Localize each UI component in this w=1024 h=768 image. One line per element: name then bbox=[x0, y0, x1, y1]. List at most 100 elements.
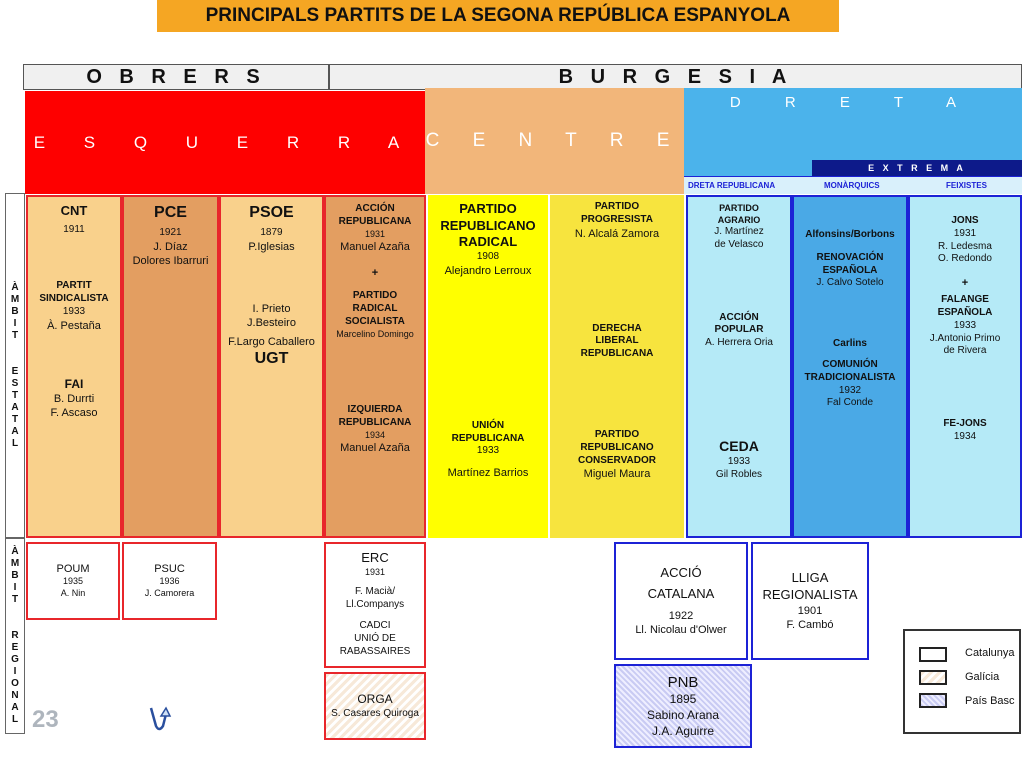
side-letter: E bbox=[11, 642, 19, 653]
subheader-feixistes: FEIXISTES bbox=[946, 181, 987, 190]
conservador-leader: Miguel Maura bbox=[583, 468, 651, 481]
party-psuc: PSUC 1936 J. Camorera bbox=[122, 542, 217, 620]
accio-name-1: ACCIÓ bbox=[660, 564, 702, 580]
jons-year: 1931 bbox=[953, 227, 977, 239]
pnb-leader-2: J.A. Aguirre bbox=[651, 723, 715, 738]
cadci-name-3: RABASSAIRES bbox=[339, 645, 411, 657]
accion-plus: + bbox=[371, 267, 379, 280]
psoe-year: 1879 bbox=[260, 227, 283, 239]
comunion-leader: Fal Conde bbox=[826, 397, 874, 409]
agrario-name-1: PARTIDO bbox=[719, 203, 759, 213]
party-accio-catalana: ACCIÓ CATALANA 1922 Ll. Nicolau d'Olwer bbox=[614, 542, 748, 660]
agrario-leader-1: J. Martínez bbox=[714, 226, 764, 238]
derecha-name-2: LIBERAL bbox=[595, 335, 639, 347]
radical-name-2: REPUBLICANO bbox=[440, 217, 536, 233]
izquierda-leader: Manuel Azaña bbox=[340, 442, 410, 455]
psuc-year: 1936 bbox=[159, 576, 180, 587]
conservador-name-1: PARTIDO bbox=[594, 429, 640, 441]
party-feixistes: JONS 1931 R. Ledesma O. Redondo + FALANG… bbox=[908, 195, 1022, 538]
accion-name-1: ACCIÓN bbox=[355, 203, 395, 214]
accion-year: 1931 bbox=[364, 228, 386, 239]
orga-name: ORGA bbox=[357, 691, 393, 706]
party-progresista: PARTIDO PROGRESISTA N. Alcalá Zamora DER… bbox=[550, 195, 684, 538]
radical-name-1: PARTIDO bbox=[459, 201, 517, 216]
psoe-leader-4: F.Largo Caballero bbox=[228, 335, 315, 348]
jons-name: JONS bbox=[951, 215, 979, 226]
psoe-leader-1: P.Iglesias bbox=[248, 241, 295, 254]
side-letter: B bbox=[11, 305, 19, 317]
side-letter: N bbox=[11, 690, 19, 701]
comunion-name-2: TRADICIONALISTA bbox=[804, 371, 896, 383]
derecha-name-1: DERECHA bbox=[592, 322, 642, 334]
psoe-leader-3: J.Besteiro bbox=[247, 317, 296, 330]
orga-leader: S. Casares Quiroga bbox=[331, 708, 419, 720]
falange-year: 1933 bbox=[953, 319, 977, 331]
side-letter: M bbox=[10, 293, 20, 305]
izquierda-name-1: IZQUIERDA bbox=[347, 404, 403, 416]
ceda-name: CEDA bbox=[719, 438, 759, 455]
side-letter: T bbox=[11, 329, 19, 341]
izquierda-year: 1934 bbox=[364, 429, 386, 440]
party-radical: PARTIDO REPUBLICANO RADICAL 1908 Alejand… bbox=[428, 195, 548, 538]
lliga-name-2: REGIONALISTA bbox=[762, 586, 858, 602]
pce-year: 1921 bbox=[159, 227, 182, 239]
cadci-name-1: CADCI bbox=[359, 619, 391, 631]
cnt-sub-year: 1933 bbox=[62, 306, 86, 318]
side-letter: T bbox=[11, 413, 19, 425]
comunion-name-1: COMUNIÓN bbox=[822, 358, 878, 370]
psoe-leader-2: I. Prieto bbox=[252, 303, 291, 316]
lliga-leader: F. Cambó bbox=[786, 618, 834, 631]
progresista-name-1: PARTIDO bbox=[594, 201, 640, 212]
psuc-leader: J. Camorera bbox=[144, 588, 195, 599]
prs-name-1: PARTIDO bbox=[352, 290, 398, 302]
legend-swatch-galicia bbox=[919, 670, 947, 685]
radical-leader: Alejandro Lerroux bbox=[444, 264, 532, 277]
party-psoe: PSOE 1879 P.Iglesias I. Prieto J.Besteir… bbox=[219, 195, 324, 538]
ceda-year: 1933 bbox=[727, 455, 751, 467]
side-letter: O bbox=[11, 678, 19, 689]
falange-name-1: FALANGE bbox=[941, 294, 989, 306]
monarquic-carlins: Carlins bbox=[833, 338, 867, 350]
pce-leader-2: Dolores Ibarruri bbox=[132, 255, 209, 268]
agrario-leader-2: de Velasco bbox=[714, 238, 764, 250]
sector-extrema-label: E X T R E M A bbox=[812, 160, 1022, 176]
accion-name-2: REPUBLICANA bbox=[338, 215, 412, 227]
poum-leader: A. Nin bbox=[60, 588, 86, 599]
sector-esquerra-label: E S Q U E R R A bbox=[33, 132, 417, 152]
prs-name-2: RADICAL bbox=[352, 303, 398, 315]
side-letter: T bbox=[11, 594, 19, 605]
return-arrow-icon[interactable] bbox=[146, 704, 174, 734]
poum-name: POUM bbox=[56, 563, 90, 576]
sector-centre: C E N T R E bbox=[425, 88, 684, 194]
accion-popular-leader: A. Herrera Oria bbox=[705, 337, 773, 349]
progresista-name-2: PROGRESISTA bbox=[580, 213, 654, 225]
izquierda-name-2: REPUBLICANA bbox=[338, 416, 412, 428]
union-name-2: REPUBLICANA bbox=[451, 432, 525, 444]
party-agrario: PARTIDO AGRARIO J. Martínez de Velasco A… bbox=[686, 195, 792, 538]
monarquic-alfonsins: Alfonsins/Borbons bbox=[805, 229, 895, 240]
party-accion-republicana: ACCIÓN REPUBLICANA 1931 Manuel Azaña + P… bbox=[324, 195, 426, 538]
party-erc: ERC 1931 F. Macià/ Ll.Companys CADCI UNI… bbox=[324, 542, 426, 668]
cnt-name: CNT bbox=[60, 203, 88, 218]
subheader-dreta-republicana: DRETA REPUBLICANA bbox=[688, 181, 776, 190]
side-letter: R bbox=[11, 630, 19, 641]
legend: Catalunya Galícia País Basc bbox=[903, 629, 1021, 734]
cadci-name-2: UNIÓ DE bbox=[354, 632, 396, 644]
side-letter: B bbox=[11, 570, 19, 581]
slide-number: 23 bbox=[32, 706, 59, 733]
fai-leader-2: F. Ascaso bbox=[50, 407, 98, 420]
cnt-sub1: PARTIT bbox=[56, 280, 92, 292]
party-monarquics: Alfonsins/Borbons RENOVACIÓN ESPAÑOLA J.… bbox=[792, 195, 908, 538]
conservador-name-2: REPUBLICANO bbox=[580, 441, 654, 453]
side-letter: À bbox=[11, 546, 19, 557]
side-letter: A bbox=[11, 702, 19, 713]
falange-name-2: ESPAÑOLA bbox=[937, 307, 993, 319]
fejons-name: FE-JONS bbox=[943, 418, 987, 430]
side-letter: T bbox=[11, 389, 19, 401]
pce-name: PCE bbox=[154, 204, 187, 221]
renovacion-name-2: ESPAÑOLA bbox=[822, 264, 878, 276]
side-letter: I bbox=[13, 666, 17, 677]
union-leader: Martínez Barrios bbox=[447, 467, 529, 480]
legend-swatch-catalunya bbox=[919, 647, 947, 662]
